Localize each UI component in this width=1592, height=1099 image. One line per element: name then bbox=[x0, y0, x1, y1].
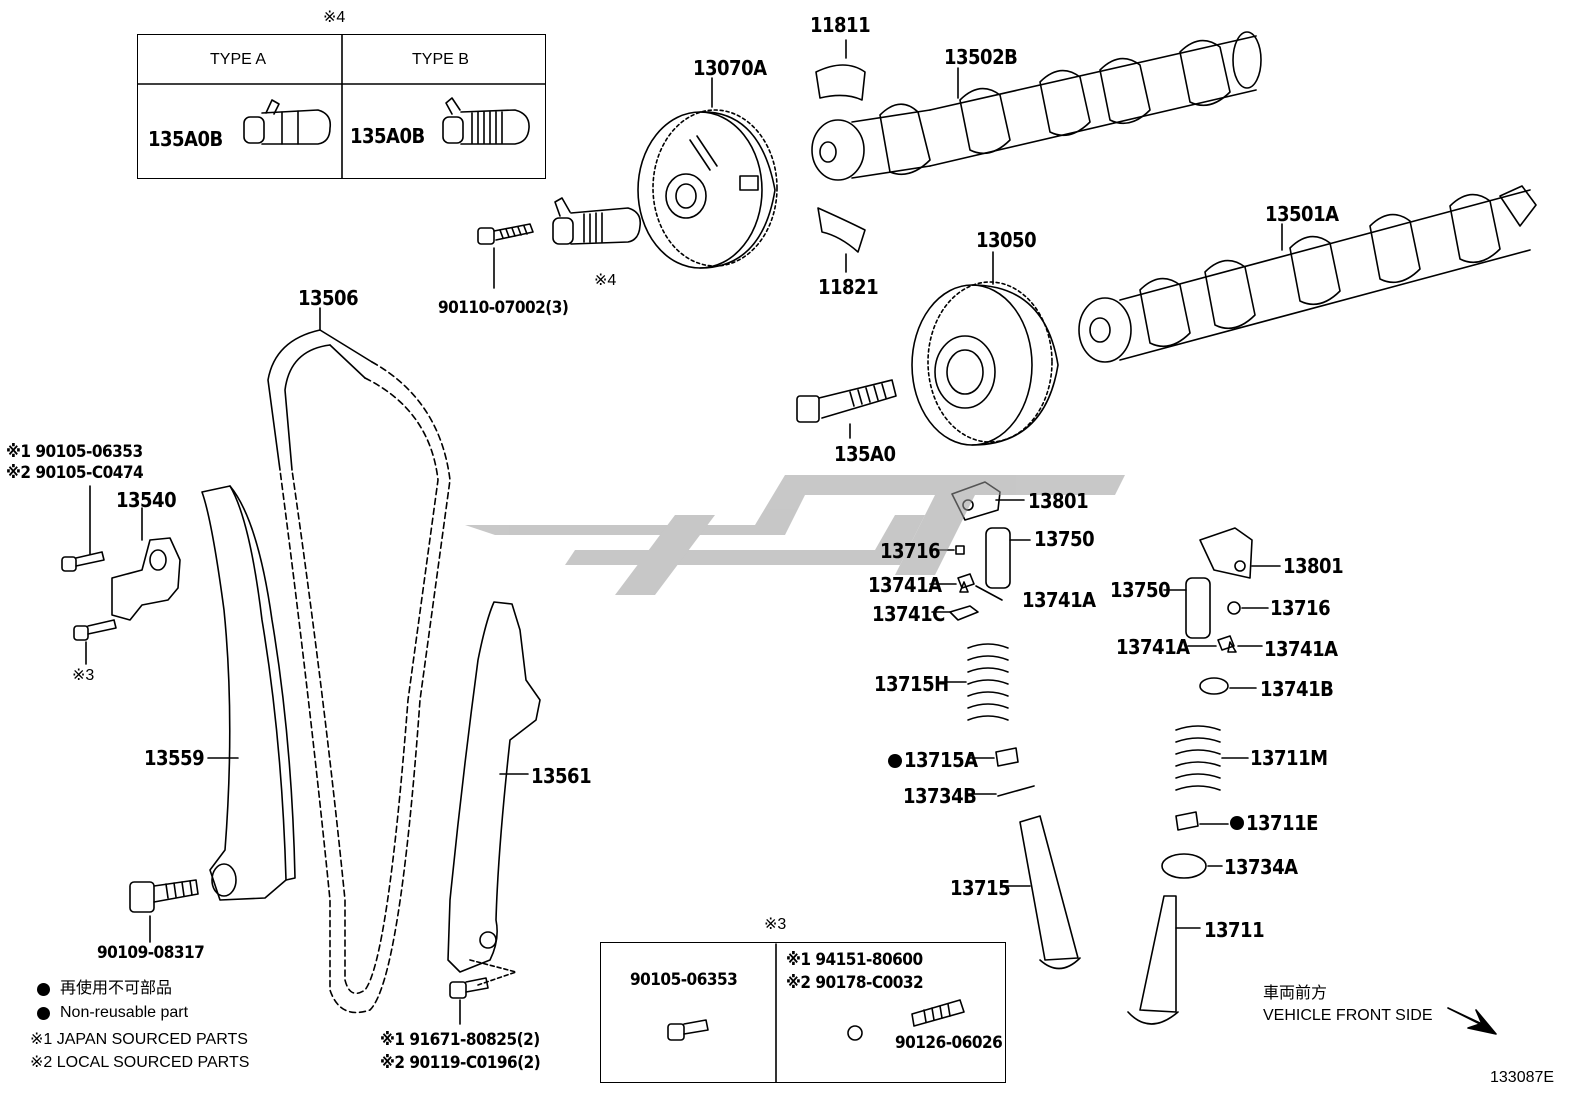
part-label-11821[interactable]: 11821 bbox=[818, 275, 879, 299]
tensioner-bolt-drawing bbox=[61, 485, 117, 665]
part-label-13559[interactable]: 13559 bbox=[144, 746, 205, 770]
part-label-13715a[interactable]: 13715A bbox=[904, 748, 978, 772]
chain-tensioner-drawing bbox=[111, 507, 181, 621]
part-label-box3-90105[interactable]: 90105-06353 bbox=[630, 970, 738, 990]
direction-label-jp: 車両前方 bbox=[1263, 985, 1328, 1002]
part-label-13716-b[interactable]: 13716 bbox=[1270, 596, 1331, 620]
part-label-13741a-4[interactable]: 13741A bbox=[1264, 637, 1338, 661]
vehicle-front-arrow-drawing bbox=[1447, 1007, 1497, 1035]
part-label-13050[interactable]: 13050 bbox=[976, 228, 1037, 252]
type-b-heading: TYPE B bbox=[412, 51, 469, 68]
box3-marker: ※3 bbox=[764, 916, 787, 933]
diagram-id: 133087E bbox=[1490, 1069, 1555, 1086]
part-label-13741b[interactable]: 13741B bbox=[1260, 677, 1334, 701]
part-label-13711e[interactable]: 13711E bbox=[1246, 811, 1318, 835]
box3-bolts-drawing bbox=[667, 999, 965, 1041]
watermark-logo bbox=[465, 475, 1125, 595]
legend-non-reusable-jp: 再使用不可部品 bbox=[60, 980, 173, 997]
part-label-90105-c0474[interactable]: ※2 90105-C0474 bbox=[6, 463, 144, 483]
part-label-91671[interactable]: ※1 91671-80825(2) bbox=[380, 1030, 540, 1050]
part-label-13540[interactable]: 13540 bbox=[116, 488, 177, 512]
part-label-type-b[interactable]: 135A0B bbox=[350, 124, 425, 148]
part-label-13715h[interactable]: 13715H bbox=[874, 672, 949, 696]
part-label-13734a[interactable]: 13734A bbox=[1224, 855, 1298, 879]
timing-chain-drawing bbox=[267, 307, 451, 1014]
part-label-11811[interactable]: 11811 bbox=[810, 13, 871, 37]
part-label-135a0[interactable]: 135A0 bbox=[834, 442, 896, 466]
part-label-box3-90178[interactable]: ※2 90178-C0032 bbox=[786, 973, 924, 993]
ocv-drawing bbox=[552, 197, 642, 245]
part-label-13506[interactable]: 13506 bbox=[298, 286, 359, 310]
legend-dot-en bbox=[37, 1007, 50, 1020]
part-label-13741a-2[interactable]: 13741A bbox=[1022, 588, 1096, 612]
camshaft-exhaust-drawing bbox=[811, 31, 1262, 181]
direction-label-en: VEHICLE FRONT SIDE bbox=[1263, 1007, 1433, 1024]
part-label-13734b[interactable]: 13734B bbox=[903, 784, 977, 808]
vvt-gear-exhaust-drawing bbox=[911, 251, 1059, 446]
non-reusable-dot-13711e bbox=[1230, 816, 1244, 830]
part-label-90119[interactable]: ※2 90119-C0196(2) bbox=[380, 1053, 541, 1073]
part-label-90105-06353[interactable]: ※1 90105-06353 bbox=[6, 442, 143, 462]
part-label-13741a-3[interactable]: 13741A bbox=[1116, 635, 1190, 659]
vvt-gear-intake-drawing bbox=[637, 77, 778, 269]
part-label-90110[interactable]: 90110-07002(3) bbox=[438, 298, 569, 318]
type-variant-box bbox=[137, 34, 546, 179]
ocv-marker: ※4 bbox=[594, 272, 617, 289]
legend-dot-jp bbox=[37, 983, 50, 996]
box3-frame bbox=[600, 942, 1006, 1083]
part-label-13741c[interactable]: 13741C bbox=[872, 602, 945, 626]
bearing-lower-drawing bbox=[817, 207, 866, 253]
part-label-box3-94151[interactable]: ※1 94151-80600 bbox=[786, 950, 923, 970]
part-label-13716-a[interactable]: 13716 bbox=[880, 539, 941, 563]
part-label-13711[interactable]: 13711 bbox=[1204, 918, 1265, 942]
part-label-13561[interactable]: 13561 bbox=[531, 764, 592, 788]
ocv-type-b-drawing bbox=[442, 97, 530, 145]
camshaft-intake-drawing bbox=[1078, 185, 1537, 363]
chain-vibration-damper-drawing bbox=[447, 601, 541, 986]
part-label-13801-b[interactable]: 13801 bbox=[1283, 554, 1344, 578]
camshaft-bolt-drawing bbox=[796, 379, 897, 439]
type-box-marker: ※4 bbox=[323, 9, 346, 26]
type-a-heading: TYPE A bbox=[210, 51, 267, 68]
part-label-90109[interactable]: 90109-08317 bbox=[97, 943, 205, 963]
ocv-type-a-drawing bbox=[243, 99, 332, 145]
non-reusable-dot-13715a bbox=[888, 754, 902, 768]
bolt-90110-drawing bbox=[477, 223, 534, 289]
part-label-13801-a[interactable]: 13801 bbox=[1028, 489, 1089, 513]
part-label-13750-b[interactable]: 13750 bbox=[1110, 578, 1171, 602]
part-label-box3-90126[interactable]: 90126-06026 bbox=[895, 1033, 1003, 1053]
part-label-13715[interactable]: 13715 bbox=[950, 876, 1011, 900]
part-label-13741a-1[interactable]: 13741A bbox=[868, 573, 942, 597]
damper-bolt-drawing bbox=[449, 977, 489, 1025]
chain-slipper-guide-drawing bbox=[201, 485, 296, 901]
legend-japan-sourced: ※1 JAPAN SOURCED PARTS bbox=[30, 1031, 248, 1048]
legend-non-reusable-en: Non-reusable part bbox=[60, 1004, 189, 1021]
slipper-bolt-drawing bbox=[129, 879, 199, 943]
bolt-marker-3: ※3 bbox=[72, 667, 95, 684]
valve-train-intake-drawing bbox=[1127, 527, 1281, 1025]
part-label-13502b[interactable]: 13502B bbox=[944, 45, 1018, 69]
part-label-13711m[interactable]: 13711M bbox=[1250, 746, 1328, 770]
legend-local-sourced: ※2 LOCAL SOURCED PARTS bbox=[30, 1054, 250, 1071]
part-label-13070a[interactable]: 13070A bbox=[693, 56, 767, 80]
part-label-13750-a[interactable]: 13750 bbox=[1034, 527, 1095, 551]
part-label-13501a[interactable]: 13501A bbox=[1265, 202, 1339, 226]
bearing-upper-drawing bbox=[815, 64, 866, 101]
part-label-type-a[interactable]: 135A0B bbox=[148, 127, 223, 151]
